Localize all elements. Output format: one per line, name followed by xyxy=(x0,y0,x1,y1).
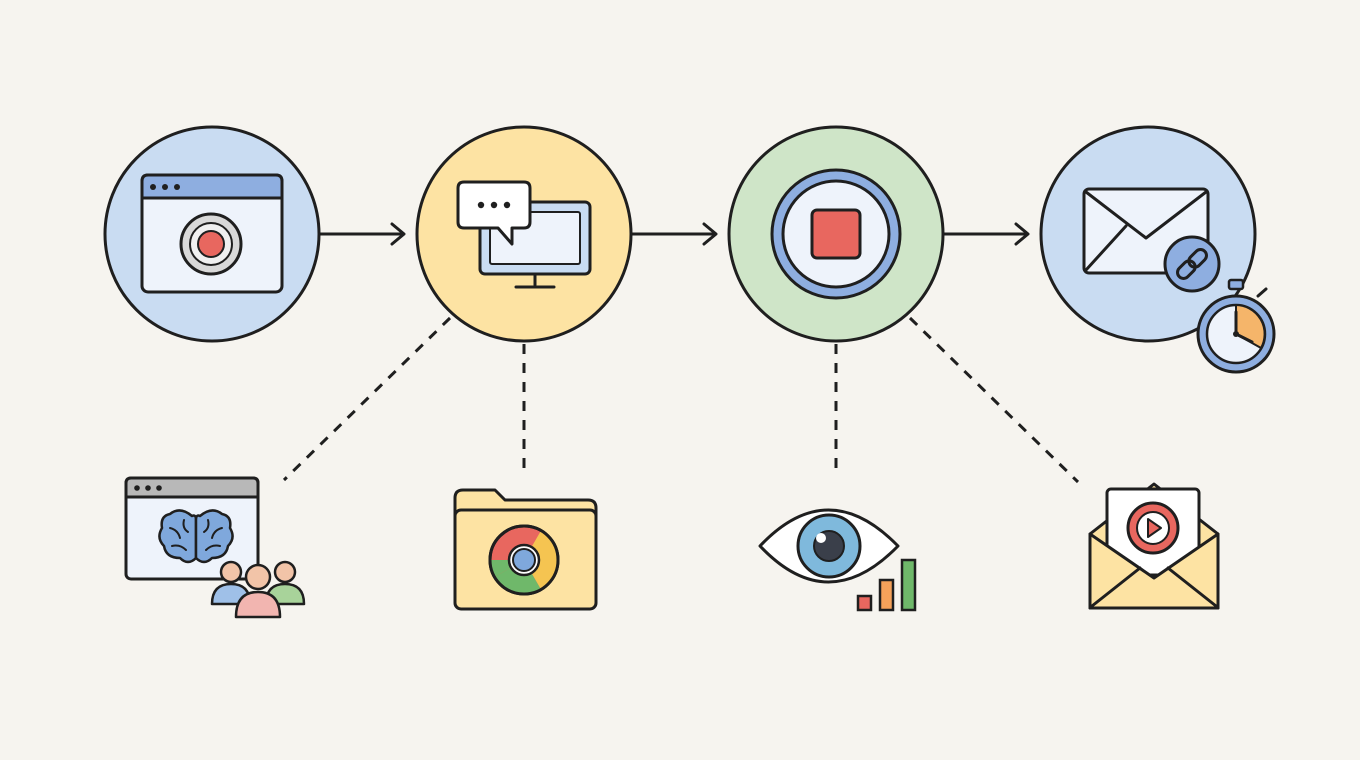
chrome-folder-icon xyxy=(453,488,598,611)
video-mail-icon xyxy=(1088,482,1220,610)
stop-recording-icon xyxy=(770,168,902,300)
ai-brain-team-icon xyxy=(124,476,306,619)
arrow-step-1-to-step-2 xyxy=(318,222,406,246)
arrow-step-2-to-step-3 xyxy=(630,222,718,246)
browser-record-icon xyxy=(140,173,284,294)
eye-analytics-icon xyxy=(758,508,917,612)
solid-connectors xyxy=(318,222,1030,246)
step-2-node xyxy=(415,125,633,343)
detail-eye-analytics xyxy=(758,508,917,612)
bar-chart-icon xyxy=(856,558,917,612)
stopwatch-icon xyxy=(1196,278,1276,374)
detail-video-mail xyxy=(1088,482,1220,610)
detail-ai-team xyxy=(124,476,306,619)
monitor-chat-icon xyxy=(456,180,592,289)
step-4-node xyxy=(1039,125,1276,374)
brain-icon xyxy=(158,509,234,564)
step-3-node xyxy=(727,125,945,343)
arrow-step-3-to-step-4 xyxy=(942,222,1030,246)
chrome-logo xyxy=(488,524,560,596)
team-icon xyxy=(210,560,306,619)
dashed-connectors xyxy=(282,316,1080,484)
email-link-icon xyxy=(1082,187,1221,293)
dashed-step-3-to-video-mail xyxy=(908,316,1080,484)
dashed-step-2-to-ai-team xyxy=(282,316,452,482)
link-icon xyxy=(1176,248,1208,280)
step-1-node xyxy=(103,125,321,343)
detail-chrome-folder xyxy=(453,488,598,611)
